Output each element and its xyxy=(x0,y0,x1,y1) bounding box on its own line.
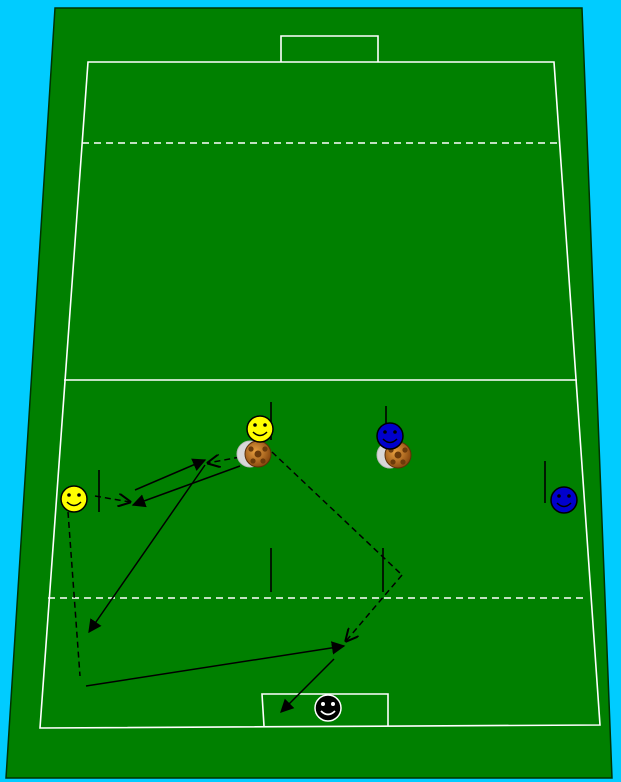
blue-player-center xyxy=(377,423,403,449)
blue-player-right xyxy=(551,487,577,513)
yellow-player-center xyxy=(247,416,273,442)
yellow-player-left xyxy=(61,486,87,512)
soccer-ball-icon xyxy=(245,441,271,467)
goalkeeper xyxy=(315,695,341,721)
pitch xyxy=(6,8,612,778)
ball-left xyxy=(237,441,271,467)
